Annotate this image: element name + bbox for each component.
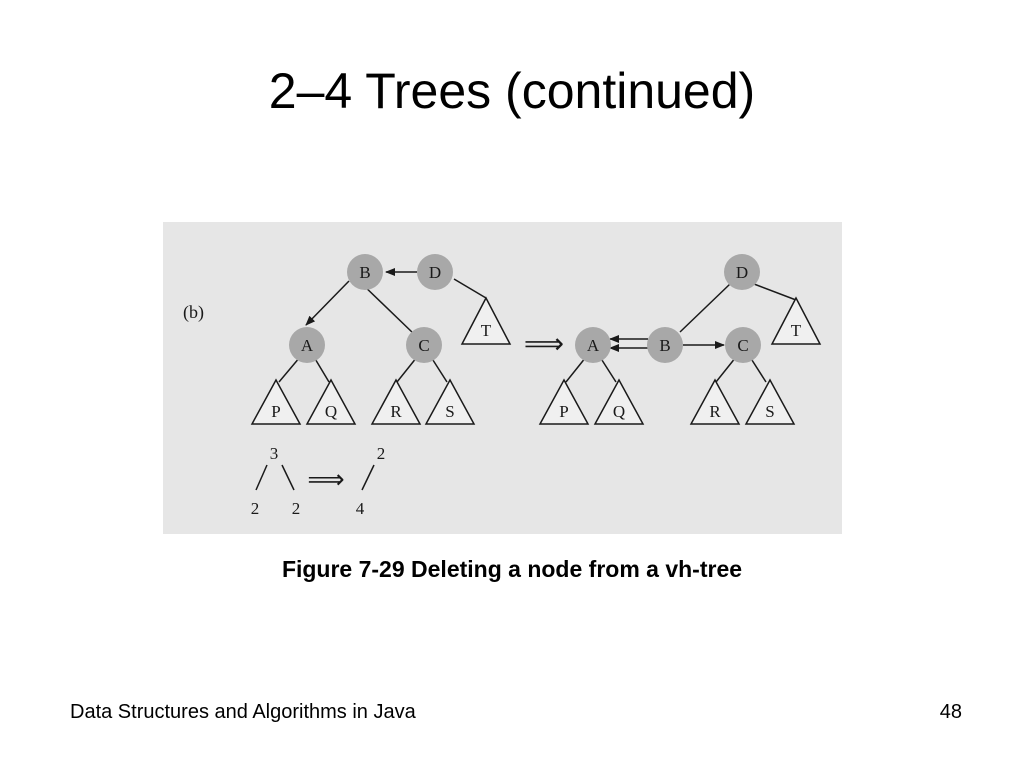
subtree-t-label: T — [481, 321, 492, 340]
subtree-s-label: S — [445, 402, 454, 421]
subtree-s-label: S — [765, 402, 774, 421]
height-transform-arrow: ⟹ — [307, 465, 344, 494]
subtree-p-label: P — [559, 402, 568, 421]
node-c — [406, 327, 442, 363]
subtree-t — [460, 296, 512, 345]
subtree-r — [370, 378, 422, 425]
subtree-r-label: R — [709, 402, 721, 421]
edge-a-p — [278, 356, 301, 383]
node-c — [725, 327, 761, 363]
height-after-edge — [361, 464, 375, 491]
node-a-label: A — [301, 336, 314, 355]
subtree-p — [250, 378, 302, 425]
height-before-root: 3 — [270, 444, 279, 463]
subtree-t-label: T — [791, 321, 802, 340]
height-before-right: 2 — [292, 499, 301, 518]
subtree-r-label: R — [390, 402, 402, 421]
edge-d-b — [679, 283, 731, 333]
height-after-root: 2 — [377, 444, 386, 463]
height-before-edge-left — [255, 464, 268, 491]
height-diagram: 3 2 2 ⟹ 2 4 — [251, 444, 386, 518]
subtree-t — [770, 296, 822, 345]
height-before-edge-right — [281, 464, 295, 491]
subtree-q — [305, 378, 357, 425]
height-before-left: 2 — [251, 499, 260, 518]
edge-a-p — [565, 356, 587, 383]
part-label: (b) — [183, 302, 204, 323]
height-after-child: 4 — [356, 499, 365, 518]
node-d-label: D — [429, 263, 441, 282]
node-b-label: B — [359, 263, 370, 282]
node-c-label: C — [737, 336, 748, 355]
node-d-label: D — [736, 263, 748, 282]
node-a — [289, 327, 325, 363]
slide-title: 2–4 Trees (continued) — [268, 63, 756, 119]
edge-d-t — [453, 278, 487, 299]
subtree-q-label: Q — [325, 402, 337, 421]
node-b — [647, 327, 683, 363]
arrow-b-to-a — [305, 280, 350, 326]
edge-b-c — [358, 280, 415, 335]
node-d — [724, 254, 760, 290]
node-b-label: B — [659, 336, 670, 355]
subtree-p-label: P — [271, 402, 280, 421]
footer-text: Data Structures and Algorithms in Java — [70, 701, 416, 723]
transform-arrow: ⟹ — [524, 329, 564, 360]
page-number: 48 — [939, 701, 962, 723]
node-c-label: C — [418, 336, 429, 355]
figure-caption: Figure 7-29 Deleting a node from a vh-tr… — [281, 556, 743, 582]
before-tree: T P Q R S B D A C — [250, 254, 512, 425]
node-a-label: A — [587, 336, 600, 355]
subtree-s — [744, 378, 796, 425]
node-b — [347, 254, 383, 290]
edge-c-r — [396, 356, 418, 383]
edge-c-s — [749, 356, 767, 383]
tree-diagram: (b) T P Q R S B D — [183, 254, 822, 518]
subtree-q-label: Q — [613, 402, 625, 421]
subtree-s — [424, 378, 476, 425]
after-tree: T P Q R S D A B C — [538, 254, 822, 425]
edge-d-t — [753, 283, 797, 301]
edge-a-q — [599, 356, 617, 383]
node-a — [575, 327, 611, 363]
subtree-p — [538, 378, 590, 425]
edge-c-s — [430, 356, 448, 383]
edge-a-q — [313, 356, 330, 383]
node-d — [417, 254, 453, 290]
edge-c-r — [715, 356, 737, 383]
subtree-r — [689, 378, 741, 425]
figure-panel: (b) T P Q R S B D — [163, 222, 842, 534]
subtree-q — [593, 378, 645, 425]
